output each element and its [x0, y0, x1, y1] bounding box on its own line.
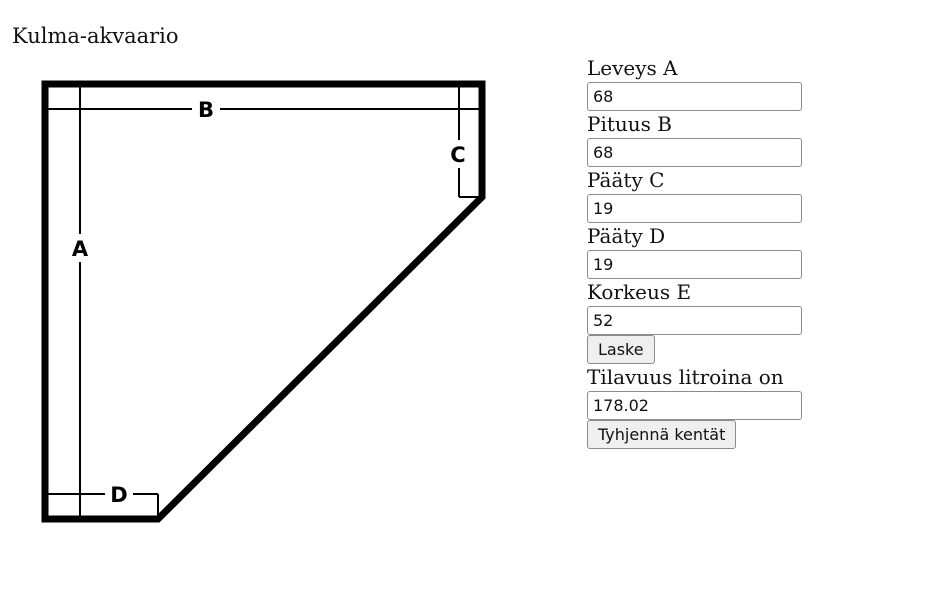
volume-calculator-form: Leveys A Pituus B Pääty C Pääty D Korkeu…: [587, 55, 827, 449]
end-d-input[interactable]: [587, 250, 802, 279]
height-e-label: Korkeus E: [587, 280, 692, 304]
width-a-input[interactable]: [587, 82, 802, 111]
calculate-button[interactable]: Laske: [587, 335, 655, 364]
label-c: C: [450, 143, 465, 167]
clear-fields-button[interactable]: Tyhjennä kentät: [587, 420, 737, 449]
length-b-input[interactable]: [587, 138, 802, 167]
length-b-label: Pituus B: [587, 112, 672, 136]
aquarium-diagram: B A C D: [41, 80, 486, 523]
end-c-label: Pääty C: [587, 168, 665, 192]
height-e-input[interactable]: [587, 306, 802, 335]
label-a: A: [72, 237, 89, 261]
result-output[interactable]: [587, 391, 802, 420]
label-bg-a: [68, 234, 92, 262]
aquarium-outline: [41, 80, 486, 523]
label-b: B: [198, 98, 214, 122]
page-title: Kulma-akvaario: [12, 24, 179, 48]
label-d: D: [110, 483, 127, 507]
label-bg-c: [445, 140, 473, 168]
end-c-input[interactable]: [587, 194, 802, 223]
label-bg-d: [105, 482, 133, 506]
result-label: Tilavuus litroina on: [587, 365, 784, 389]
label-bg-b: [192, 97, 220, 121]
end-d-label: Pääty D: [587, 224, 666, 248]
width-a-label: Leveys A: [587, 56, 678, 80]
